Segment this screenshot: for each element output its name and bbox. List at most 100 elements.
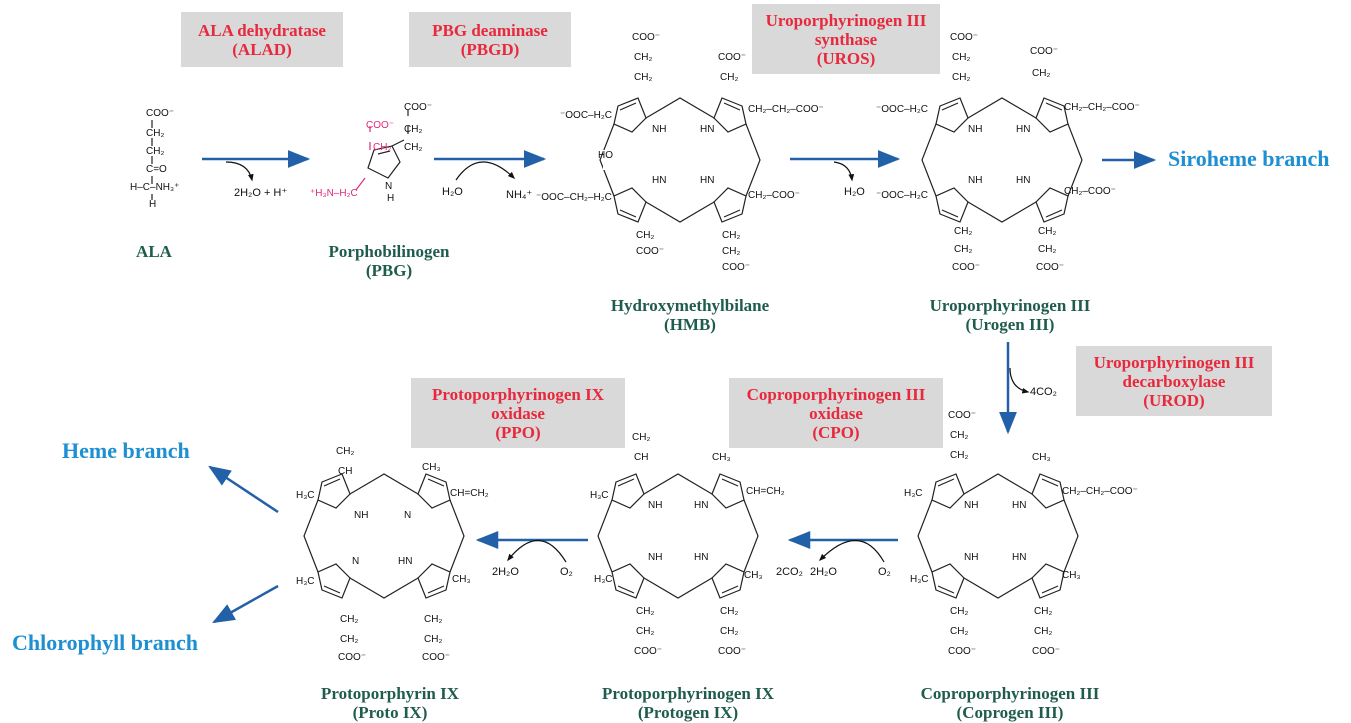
proto-coo-1: COO⁻ [338, 652, 367, 663]
hmb-ch2ch2coo: CH₂–CH₂–COO⁻ [748, 104, 824, 115]
urogen-structure [921, 97, 1083, 223]
copro-ch3-1: CH₃ [1032, 452, 1051, 463]
uros-side-out: H₂O [844, 186, 865, 198]
pbg-coo: COO⁻ [404, 102, 433, 113]
hmb-hn-1: HN [700, 124, 715, 135]
uro-oocch2-b: ⁻OOC–H₂C [876, 190, 928, 201]
hmb-ch2-6: CH₂ [722, 246, 741, 257]
pbg-ch2b: CH₂ [404, 142, 423, 153]
protogen-nh-1: NH [648, 500, 663, 511]
enzyme-urod: Uroporphyrinogen III decarboxylase (UROD… [1076, 346, 1272, 416]
uro-coo-2: COO⁻ [1030, 46, 1059, 57]
hmb-ch2-4: CH₂ [636, 230, 655, 241]
uro-coo-1: COO⁻ [950, 32, 979, 43]
enzyme-ppo-name: Protoporphyrinogen IX [431, 384, 605, 404]
uro-ch2coo: CH₂–COO⁻ [1064, 186, 1116, 197]
enzyme-urod-name: Uroporphyrinogen III [1093, 352, 1255, 372]
compound-pbg: Porphobilinogen (PBG) [329, 242, 450, 280]
copro-nh-1: NH [964, 500, 979, 511]
proto-ch2-3: CH₂ [424, 614, 443, 625]
compound-ala-name: ALA [136, 242, 172, 261]
uro-hn-2: HN [1016, 175, 1031, 186]
copro-coo-3: COO⁻ [1032, 646, 1061, 657]
pbgd-side-arrow [455, 161, 516, 181]
hmb-hn-2: HN [652, 175, 667, 186]
hmb-ch2coo: CH₂–COO⁻ [748, 190, 800, 201]
pbgd-side-out: NH₄⁺ [506, 189, 533, 201]
protoporphyrin-structure [303, 473, 465, 599]
enzyme-uros-type: synthase [814, 29, 878, 49]
proto-ch2-2: CH₂ [340, 634, 359, 645]
hmb-ch2-2: CH₂ [634, 72, 653, 83]
copro-h3c-1: H₃C [904, 488, 923, 499]
copro-ch3-2: CH₃ [1062, 570, 1081, 581]
compound-coprogen-name: Coproporphyrinogen III [920, 684, 1100, 703]
coprogen-structure [917, 473, 1079, 599]
uro-ch2-6: CH₂ [1038, 226, 1057, 237]
enzyme-alad-abbr: (ALAD) [232, 39, 292, 59]
proto-h3c-1: H₃C [296, 490, 315, 501]
copro-coo-1: COO⁻ [948, 410, 977, 421]
enzyme-uros-abbr: (UROS) [816, 48, 876, 68]
copro-hn-2: HN [1012, 552, 1027, 563]
enzyme-cpo-name: Coproporphyrinogen III [746, 384, 926, 404]
protogen-structure [597, 473, 759, 599]
ala-ch2a: CH₂ [146, 128, 165, 139]
copro-ch2-2: CH₂ [950, 450, 969, 461]
ala-ch2b: CH₂ [146, 146, 165, 157]
branch-chlorophyll: Chlorophyll branch [12, 630, 199, 655]
enzyme-ppo-type: oxidase [491, 403, 545, 423]
proto-ch3-2: CH₃ [452, 574, 471, 585]
compound-hmb: Hydroxymethylbilane (HMB) [611, 296, 769, 334]
pbg-coo-pink: COO⁻ [366, 120, 395, 131]
protogen-ch2-4: CH₂ [720, 626, 739, 637]
copro-ch2-4: CH₂ [950, 626, 969, 637]
uro-nh-1: NH [968, 124, 983, 135]
compound-protoporphyrin: Protoporphyrin IX (Proto IX) [321, 684, 459, 722]
enzyme-uros: Uroporphyrinogen III synthase (UROS) [752, 4, 940, 74]
protogen-ch2-1: CH₂ [636, 606, 655, 617]
ppo-side-out: 2H₂O [492, 566, 519, 578]
uro-ch2-1: CH₂ [952, 52, 971, 63]
pbg-n: N [385, 181, 393, 192]
hmb-coo-1: COO⁻ [632, 32, 661, 43]
proto-n-1: N [404, 510, 412, 521]
enzyme-alad: ALA dehydratase (ALAD) [181, 12, 343, 67]
copro-ch2-1: CH₂ [950, 430, 969, 441]
uro-coo-3: COO⁻ [952, 262, 981, 273]
cpo-side-out-co2: 2CO₂ [776, 566, 803, 578]
pbgd-side-in: H₂O [442, 186, 463, 198]
uro-ch2-7: CH₂ [1038, 244, 1057, 255]
hmb-oocch2ch2: ⁻OOC–CH₂–H₂C [536, 192, 612, 203]
hmb-coo-4: COO⁻ [722, 262, 751, 273]
uro-ch2ch2coo: CH₂–CH₂–COO⁻ [1064, 102, 1140, 113]
proto-ch: CH [338, 466, 353, 477]
compound-protogen-abbr: (Protogen IX) [637, 703, 739, 722]
hmb-coo-2: COO⁻ [718, 52, 747, 63]
hmb-structure [599, 97, 761, 223]
uro-ch2-4: CH₂ [954, 226, 973, 237]
protogen-ch2-top: CH₂ [632, 432, 651, 443]
protogen-coo-1: COO⁻ [634, 646, 663, 657]
enzyme-cpo: Coproporphyrinogen III oxidase (CPO) [729, 378, 943, 448]
uro-ch2-3: CH₂ [1032, 68, 1051, 79]
proto-ch2-4: CH₂ [424, 634, 443, 645]
uro-ch2-2: CH₂ [952, 72, 971, 83]
pbg-ch2a: CH₂ [404, 124, 423, 135]
pbg-ch2-pink: CH₂ [373, 142, 392, 153]
proto-chch2: CH=CH₂ [450, 488, 489, 499]
proto-ch2-1: CH₂ [340, 614, 359, 625]
hmb-ch2-5: CH₂ [722, 230, 741, 241]
hmb-hn-3: HN [700, 175, 715, 186]
compound-protogen-name: Protoporphyrinogen IX [601, 684, 775, 703]
protogen-h3c-2: H₃C [594, 574, 613, 585]
proto-hn: HN [398, 556, 413, 567]
proto-nh: NH [354, 510, 369, 521]
hmb-ch2-1: CH₂ [634, 52, 653, 63]
enzyme-uros-name: Uroporphyrinogen III [765, 10, 927, 30]
branch-heme: Heme branch [62, 438, 190, 463]
hmb-nh-1: NH [652, 124, 667, 135]
hmb-ch2-3: CH₂ [720, 72, 739, 83]
branch-siroheme: Siroheme branch [1168, 146, 1330, 171]
